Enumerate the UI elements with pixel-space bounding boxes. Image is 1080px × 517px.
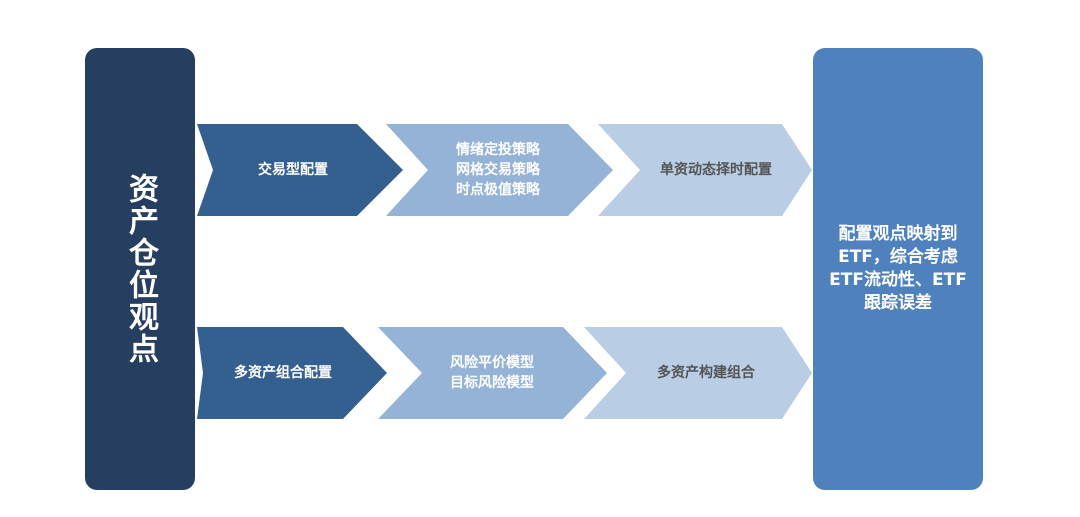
etf-mapping-box: 配置观点映射到ETF，综合考虑ETF流动性、ETF跟踪误差	[813, 48, 983, 490]
row1-step3-label: 单资动态择时配置	[660, 162, 772, 178]
chevron-row1-step2	[386, 124, 613, 216]
asset-position-view-label: 资产仓位观点	[123, 173, 158, 365]
row2-step3-label: 多资产构建组合	[657, 365, 755, 381]
row2-step1-label: 多资产组合配置	[234, 365, 332, 381]
chevron-row2-step3	[584, 327, 812, 419]
asset-position-view-box: 资产仓位观点	[85, 48, 195, 490]
chevron-row1-step1	[197, 124, 403, 216]
etf-mapping-label: 配置观点映射到ETF，综合考虑ETF流动性、ETF跟踪误差	[829, 224, 967, 313]
row2-step2-label: 风险平价模型 目标风险模型	[450, 355, 534, 391]
chevron-row1-step3	[598, 124, 812, 216]
row1-step1-label: 交易型配置	[258, 162, 328, 178]
row1-step2-label: 情绪定投策略 网格交易策略 时点极值策略	[456, 142, 540, 198]
chevron-row2-step1	[197, 327, 387, 419]
chevron-row2-step2	[378, 327, 607, 419]
